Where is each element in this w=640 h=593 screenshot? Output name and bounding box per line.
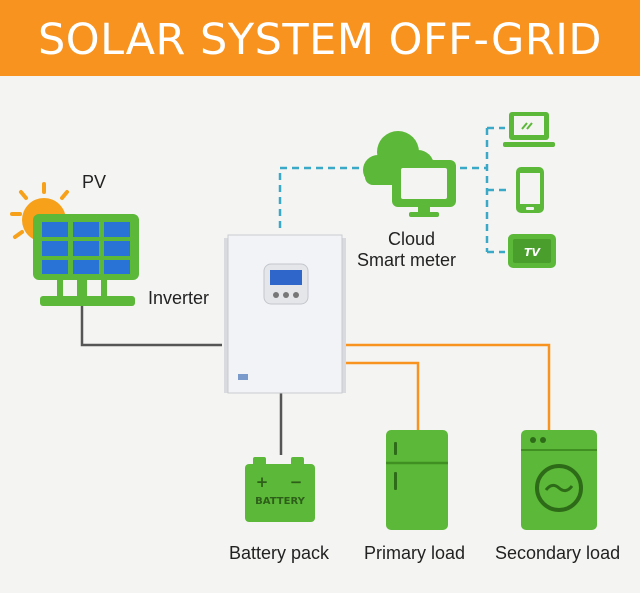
cloud-to-devices-line xyxy=(460,126,510,254)
title-banner xyxy=(0,0,640,76)
laptop-icon xyxy=(503,112,555,147)
smart-meter-label: Smart meter xyxy=(357,250,457,270)
data-lines xyxy=(278,126,510,254)
phone-icon xyxy=(516,167,544,213)
battery-icon-text: BATTERY xyxy=(255,496,305,507)
tv-icon-text: TV xyxy=(524,246,542,259)
page-title: SOLAR SYSTEM OFF-GRID xyxy=(38,15,602,65)
battery-pack-label: Battery pack xyxy=(229,543,330,563)
secondary-load-label: Secondary load xyxy=(495,543,621,563)
dc-lines xyxy=(80,306,283,455)
pv-to-inverter-line xyxy=(80,306,222,347)
inverter-to-cloud-line xyxy=(278,166,360,228)
cloud-label: Cloud xyxy=(388,229,436,249)
solar-panel-icon xyxy=(33,214,139,306)
inverter-to-primary-load-line xyxy=(345,361,420,430)
computer-monitor-icon xyxy=(392,160,456,217)
inverter-to-secondary-load-line xyxy=(345,343,551,430)
inverter-icon xyxy=(224,234,346,394)
refrigerator-icon xyxy=(386,430,448,530)
tv-icon: TV xyxy=(508,234,556,268)
inverter-label: Inverter xyxy=(148,288,210,308)
washing-machine-icon xyxy=(521,430,597,530)
primary-load-label: Primary load xyxy=(364,543,466,563)
ac-lines xyxy=(345,343,551,430)
pv-label: PV xyxy=(82,172,107,192)
battery-minus-text: − xyxy=(290,473,303,491)
battery-icon: + − BATTERY xyxy=(245,457,315,522)
battery-plus-text: + xyxy=(256,473,269,491)
